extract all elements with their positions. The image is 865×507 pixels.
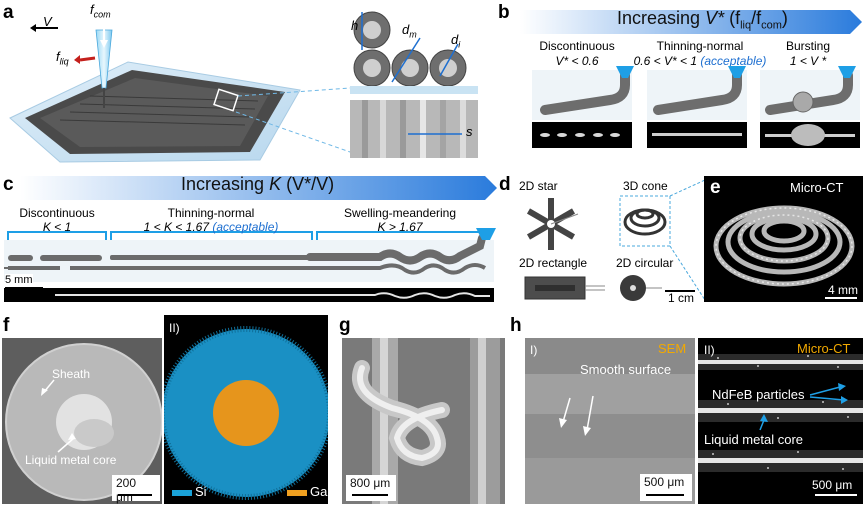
e-scale-label: 4 mm: [828, 283, 858, 297]
f-legend-si-swatch: [172, 490, 192, 496]
d-star-label: 2D star: [519, 179, 558, 193]
d-circ-label: 2D circular: [616, 256, 674, 270]
panel-c-title: Increasing K (V*/V): [181, 174, 335, 194]
panel-label-f: f: [3, 315, 10, 336]
c-thinning-label: Thinning-normal: [167, 206, 255, 220]
f-legend-ga-swatch: [287, 490, 307, 496]
h-sem-label: SEM: [658, 341, 687, 356]
panel-label-h: h: [510, 315, 522, 336]
h-sub1-label: I): [530, 343, 538, 357]
f-legend-ga: Ga: [310, 484, 328, 499]
velocity-label: V: [43, 14, 52, 29]
f-eds-map: [164, 315, 328, 504]
b-bursting-range: 1 < V *: [789, 54, 827, 68]
c-swelling-range: K > 1.67: [377, 220, 423, 234]
g-scale-bar: [352, 494, 388, 496]
s-label: s: [466, 124, 473, 139]
micro-ct-image: [704, 176, 863, 302]
h-particles-label: NdFeB particles: [712, 387, 805, 402]
panel-label-g: g: [339, 315, 351, 336]
h-microct-label: Micro-CT: [797, 341, 851, 356]
f-sub1-label: I): [7, 324, 15, 338]
h-scale2-bar: [815, 494, 857, 496]
fcom-label: fcom: [90, 2, 111, 20]
b-thinning-range: 0.6 < V* < 1 (acceptable): [633, 54, 767, 68]
b-discontinuous-range: V* < 0.6: [555, 54, 599, 68]
h-core-label: Liquid metal core: [704, 432, 803, 447]
b-discontinuous-label: Discontinuous: [539, 39, 615, 53]
d-cone-label: 3D cone: [623, 179, 668, 193]
h-sem-image: [525, 338, 695, 504]
panel-label-d: d: [499, 174, 511, 195]
f-scale-label: 200 μm: [116, 476, 137, 504]
e-scale-bar: [825, 297, 857, 299]
panel-label-e: e: [710, 177, 721, 198]
panel-b-title: Increasing V* (fliq/fcom): [617, 8, 788, 32]
c-discontinuous-label: Discontinuous: [19, 206, 95, 220]
c-swelling-label: Swelling-meandering: [343, 206, 457, 220]
fliq-label: fliq: [56, 49, 69, 67]
e-microct-label: Micro-CT: [790, 180, 844, 195]
h-scale1-label: 500 μm: [644, 475, 685, 489]
b-thinning-label: Thinning-normal: [656, 39, 744, 53]
h-microct-image: [698, 338, 863, 504]
d-rect-label: 2D rectangle: [519, 256, 588, 270]
h-scale1-bar: [646, 494, 684, 496]
f-sem-cross-section: [2, 338, 162, 504]
f-scale-bar: [118, 494, 152, 496]
c-scale-label: 5 mm: [5, 274, 33, 286]
c-discontinuous-range: K < 1: [42, 220, 72, 234]
c-thinning-range: 1 < K < 1.67 (acceptable): [143, 220, 279, 234]
c-scale-bar: [5, 287, 43, 289]
di-label: di: [451, 32, 461, 50]
f-scale-box: 200 μm: [112, 475, 160, 504]
panel-label-a: a: [3, 2, 14, 23]
g-scale-label: 800 μm: [350, 476, 391, 490]
g-scale-box: 800 μm: [346, 475, 396, 501]
h-label: h: [351, 18, 359, 33]
d-scale-bar: [665, 290, 695, 292]
h-scale2-label: 500 μm: [812, 478, 853, 492]
h-sub2-label: II): [704, 343, 715, 357]
panel-label-b: b: [498, 2, 510, 23]
f-legend-si: Si: [195, 484, 207, 499]
panel-label-c: c: [3, 174, 14, 195]
f-sheath-label: Sheath: [52, 367, 91, 381]
f-sub2-label: II): [169, 321, 180, 335]
d-scale-label: 1 cm: [668, 291, 695, 305]
f-core-label: Liquid metal core: [25, 453, 117, 467]
h-smooth-label: Smooth surface: [580, 362, 672, 377]
b-bursting-label: Bursting: [785, 39, 831, 53]
h-scale1-box: 500 μm: [640, 474, 692, 501]
dm-label: dm: [402, 22, 417, 40]
